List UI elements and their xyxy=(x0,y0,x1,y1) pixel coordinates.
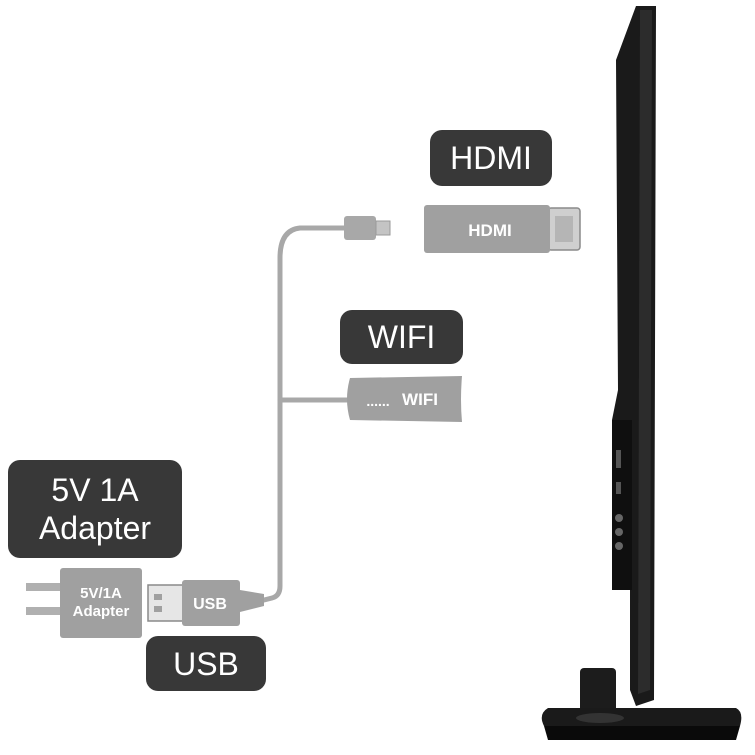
hdmi-callout-text: HDMI xyxy=(450,140,532,176)
adapter-callout: 5V 1A Adapter xyxy=(8,460,182,558)
usb-callout-text: USB xyxy=(173,645,239,682)
adapter-callout-line1: 5V 1A xyxy=(51,472,139,508)
wifi-antenna-dots: ...... xyxy=(366,393,389,409)
usb-callout: USB xyxy=(146,636,266,691)
wifi-callout-text: WIFI xyxy=(367,319,436,355)
wifi-antenna-label: WIFI xyxy=(402,390,438,409)
wifi-callout: WIFI xyxy=(340,310,463,364)
wifi-antenna: ...... WIFI xyxy=(347,376,462,422)
adapter-label-line1: 5V/1A xyxy=(80,585,122,602)
hdmi-dongle: HDMI xyxy=(424,205,581,253)
tv-side-view xyxy=(541,6,742,740)
tv-stand-base xyxy=(541,708,742,726)
hdmi-callout: HDMI xyxy=(430,130,552,186)
usb-plug-label: USB xyxy=(193,596,227,613)
cables xyxy=(261,225,355,603)
main-cable xyxy=(261,225,349,603)
adapter-callout-line2: Adapter xyxy=(38,510,152,546)
micro-usb-tip xyxy=(344,216,391,240)
usb-plug: USB xyxy=(147,580,264,626)
hdmi-dongle-label: HDMI xyxy=(468,221,511,240)
adapter-label-line2: Adapter xyxy=(73,603,130,620)
power-adapter: 5V/1A Adapter xyxy=(26,568,142,638)
